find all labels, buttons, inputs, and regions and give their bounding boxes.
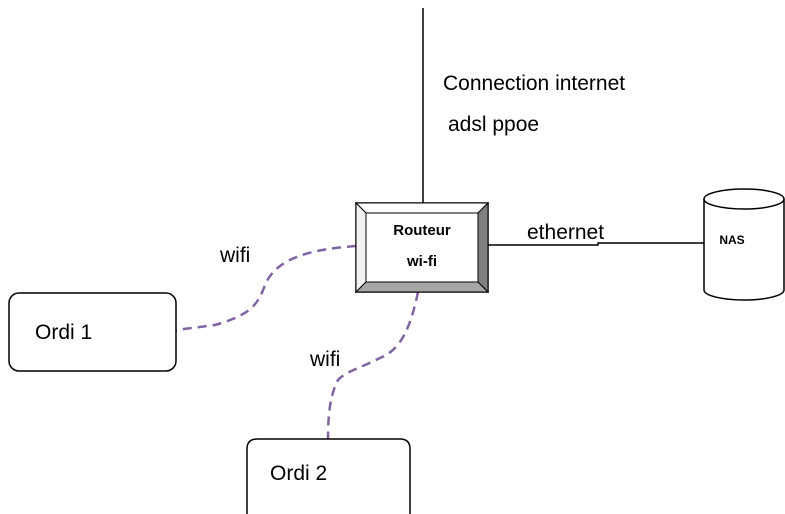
ordi2-label: Ordi 2 bbox=[270, 462, 327, 485]
ordi1-box bbox=[8, 292, 177, 372]
router-label-line2: wi-fi bbox=[406, 253, 437, 270]
nas-label: NAS bbox=[719, 233, 744, 247]
wifi-link-ordi2 bbox=[326, 291, 420, 441]
wifi-link-ordi1 bbox=[175, 244, 357, 332]
wifi-label-1: wifi bbox=[219, 244, 250, 267]
ethernet-label: ethernet bbox=[527, 221, 604, 244]
wifi-label-2: wifi bbox=[309, 348, 340, 371]
nas-cylinder bbox=[703, 188, 785, 301]
router-box bbox=[354, 201, 490, 294]
internet-connection-label: Connection internet bbox=[443, 72, 625, 95]
ordi2-box bbox=[246, 438, 411, 514]
internet-type-label: adsl ppoe bbox=[448, 113, 539, 136]
ordi1-label: Ordi 1 bbox=[35, 321, 92, 344]
router-label-line1: Routeur bbox=[393, 222, 451, 239]
ethernet-line bbox=[488, 242, 704, 246]
